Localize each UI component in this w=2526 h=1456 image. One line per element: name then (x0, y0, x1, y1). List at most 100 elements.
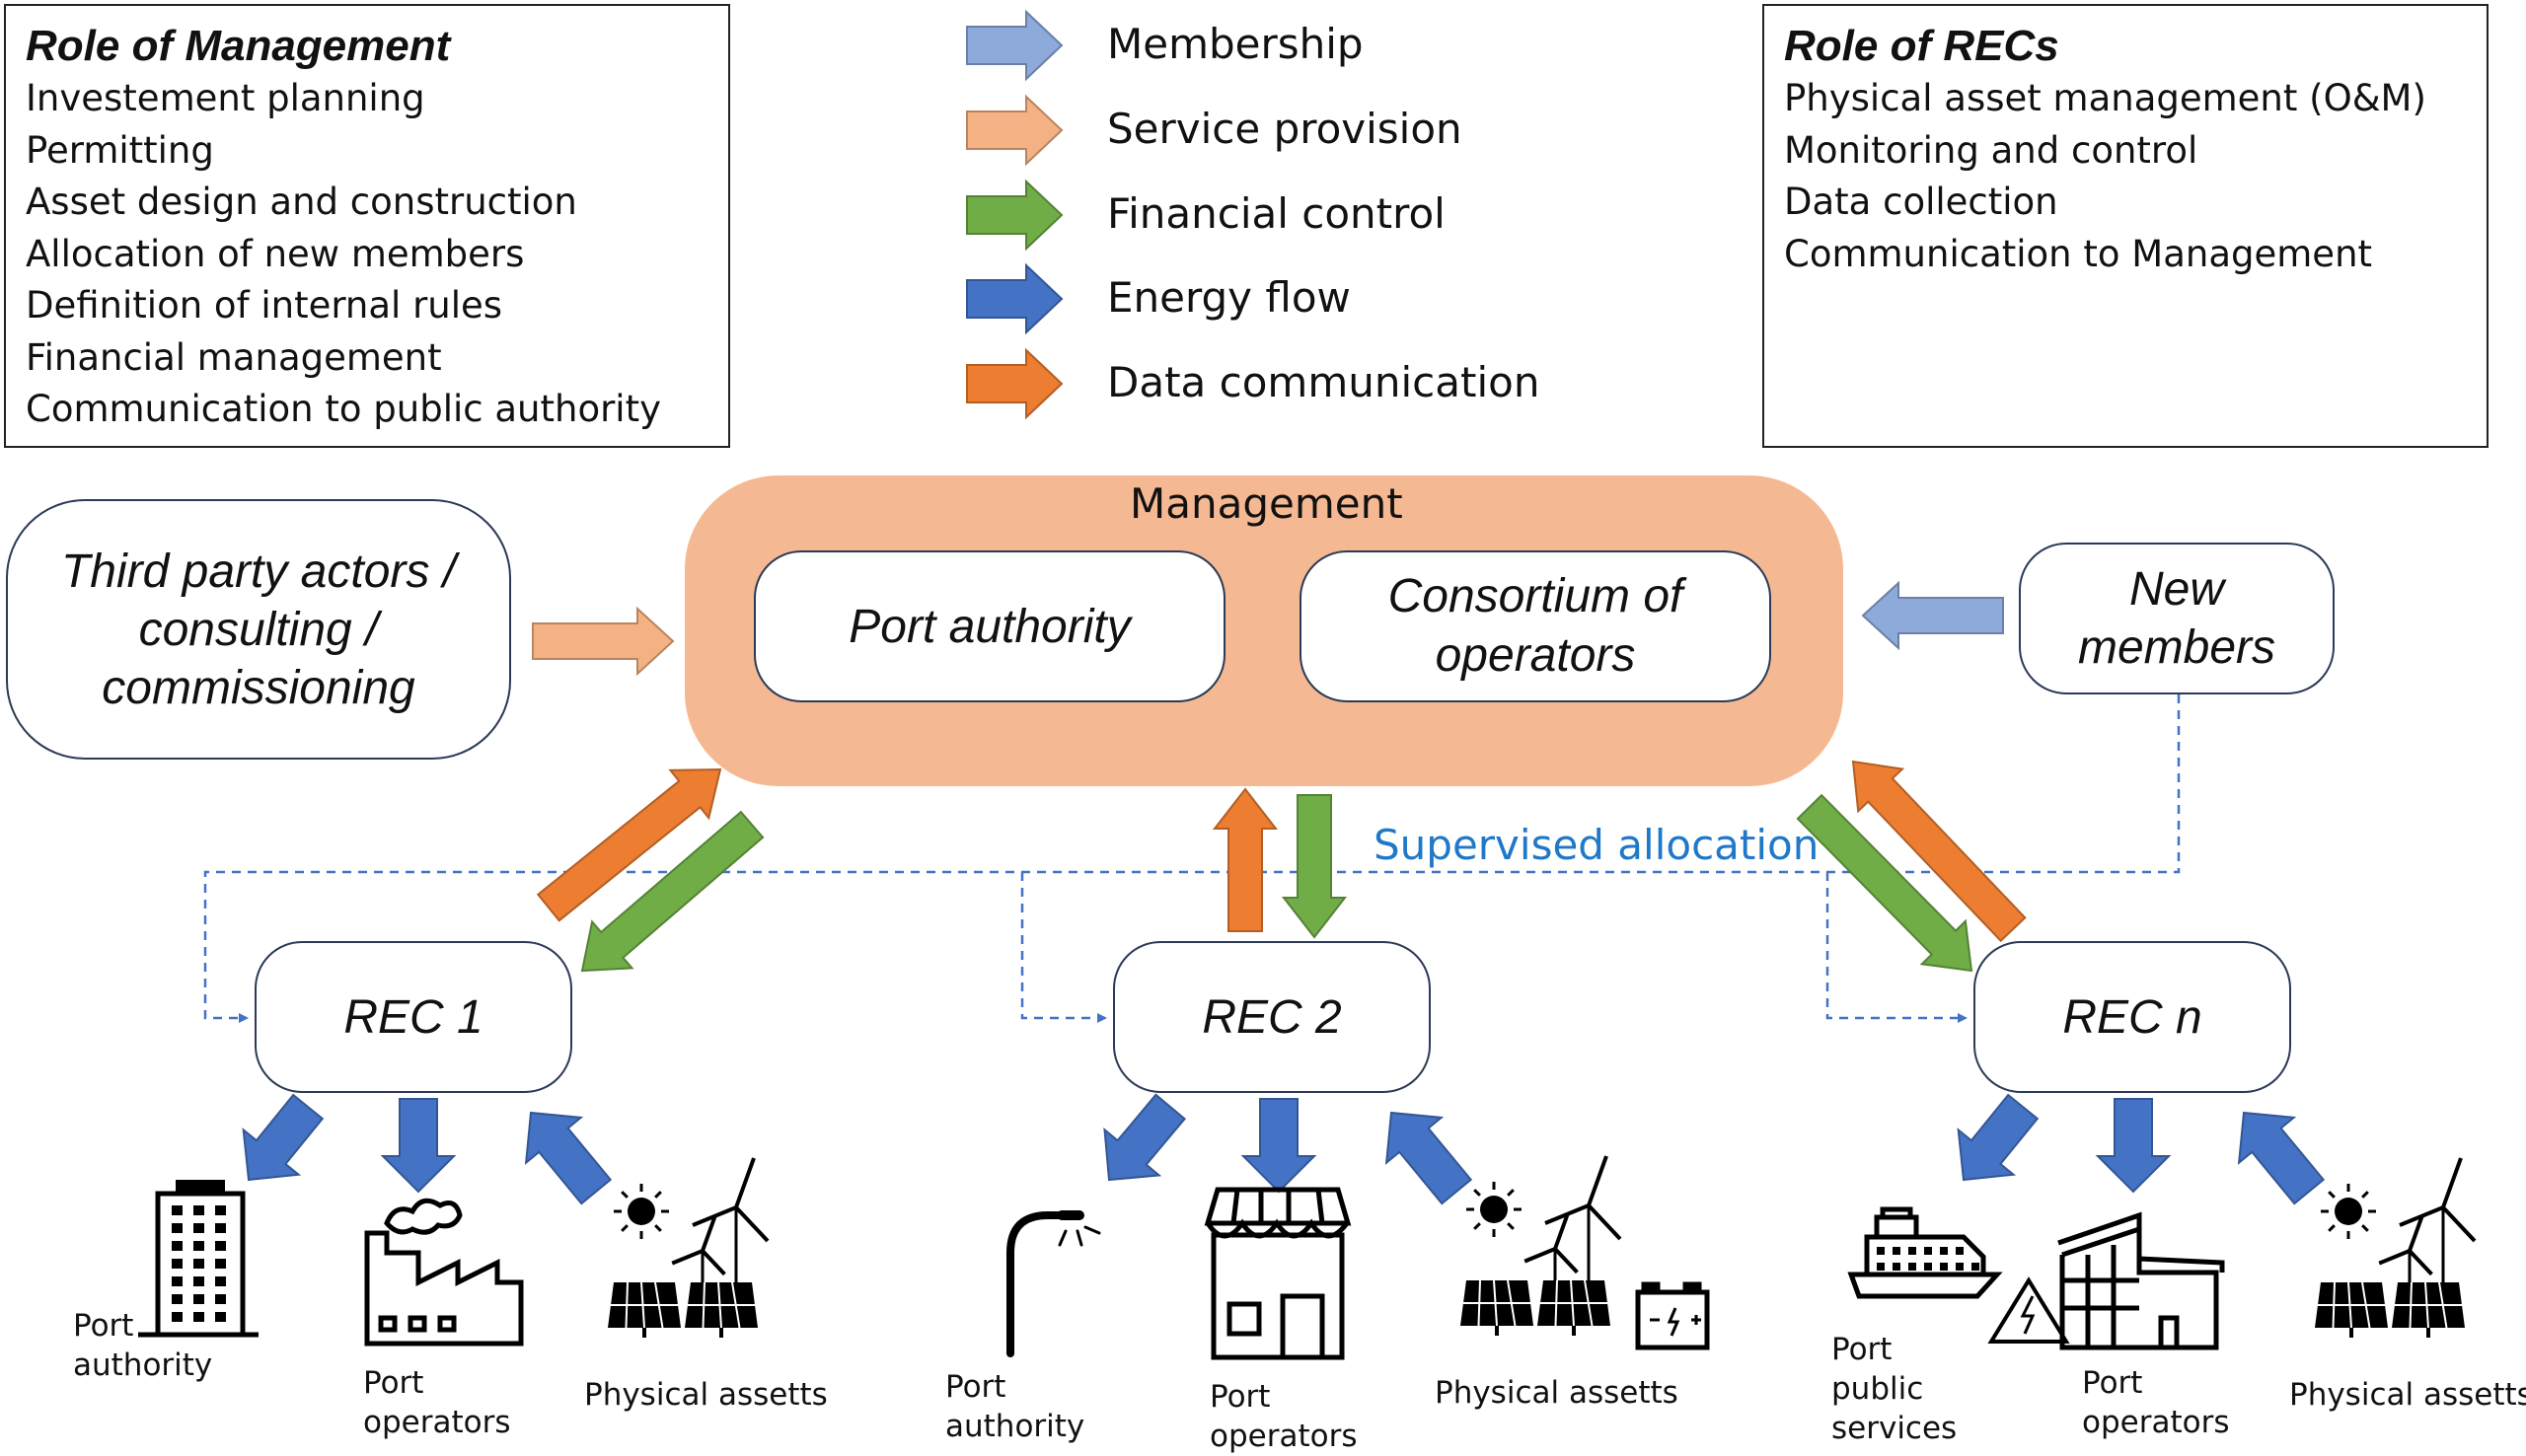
rec-1-caption-port-operators: Port operators (363, 1365, 511, 1440)
role-item: Financial management (26, 335, 442, 379)
role-of-management-box: Role of Management Investement planning … (4, 4, 730, 448)
rec-n-node: REC n (1973, 941, 2291, 1093)
rec-2-node: REC 2 (1113, 941, 1431, 1093)
office-window (193, 1205, 204, 1215)
solar-panel-icon (2392, 1281, 2465, 1338)
office-window (193, 1241, 204, 1251)
office-window (172, 1276, 183, 1286)
legend-membership-label: Membership (1107, 20, 1364, 68)
legend-data-communication-arrow (966, 347, 1064, 420)
office-window (172, 1223, 183, 1233)
role-item: Communication to Management (1784, 232, 2373, 275)
membership-arrow (1861, 580, 2004, 651)
office-window (172, 1312, 183, 1322)
management-title: Management (1130, 479, 1403, 528)
role-item: Investement planning (26, 77, 425, 119)
data-communication-arrow (1212, 787, 1279, 932)
energy-flow-arrow (1240, 1098, 1317, 1194)
port-building-icon (2057, 1211, 2225, 1350)
office-window (215, 1205, 226, 1215)
role-of-management-title: Role of Management (26, 22, 451, 70)
service-provision-arrow (532, 606, 675, 677)
sun-icon (614, 1184, 669, 1239)
office-window (215, 1241, 226, 1251)
port-authority-node: Port authority (754, 550, 1226, 702)
solar-panel-icon (608, 1281, 681, 1338)
legend-energy-flow-arrow (966, 262, 1064, 335)
data-communication-arrow (1851, 760, 2027, 943)
role-of-recs-box: Role of RECs Physical asset management (… (1762, 4, 2489, 448)
office-window (193, 1223, 204, 1233)
energy-flow-arrow (1957, 1093, 2040, 1182)
financial-control-arrow (1796, 793, 1973, 973)
role-item: Communication to public authority (26, 388, 661, 430)
energy-flow-arrow (380, 1098, 457, 1194)
office-window (172, 1294, 183, 1304)
office-window (193, 1294, 204, 1304)
rec-1-caption-port-authority: Port authority (73, 1308, 213, 1383)
energy-flow-arrow (1384, 1111, 1473, 1205)
role-item: Monitoring and control (1784, 128, 2198, 172)
solar-wind-icon (1460, 1155, 1622, 1336)
role-item: Data collection (1784, 181, 2058, 223)
rec-n-label: REC n (2062, 990, 2202, 1044)
financial-control-arrow (580, 810, 765, 973)
role-item: Permitting (26, 128, 214, 172)
energy-flow-arrow (2237, 1111, 2326, 1205)
office-window (215, 1259, 226, 1269)
office-window (215, 1312, 226, 1322)
street-lamp-icon (1006, 1210, 1101, 1357)
consortium-node: Consortium of operators (1300, 550, 1771, 702)
rec-1-caption-physical-assets: Physical assetts (584, 1377, 828, 1413)
rec-1-node: REC 1 (255, 941, 572, 1093)
new-members-label: New members (2077, 563, 2276, 674)
office-window (172, 1259, 183, 1269)
third-party-node: Third party actors / consulting / commis… (6, 499, 511, 760)
energy-flow-arrow (1103, 1093, 1187, 1182)
role-item: Physical asset management (O&M) (1784, 77, 2426, 119)
supervised-allocation-label: Supervised allocation (1374, 821, 1820, 869)
rec-1-label: REC 1 (343, 990, 483, 1044)
office-window (172, 1205, 183, 1215)
energy-flow-arrow (2095, 1098, 2172, 1194)
office-window (193, 1276, 204, 1286)
office-window (193, 1259, 204, 1269)
legend-financial-control-label: Financial control (1107, 189, 1446, 238)
role-item: Definition of internal rules (26, 284, 503, 327)
factory-icon (364, 1198, 524, 1347)
energy-flow-arrow (524, 1111, 613, 1205)
financial-control-arrow (1281, 794, 1348, 939)
office-window (215, 1294, 226, 1304)
rec-2-caption-port-authority: Port authority (945, 1369, 1085, 1444)
battery-icon (1635, 1281, 1710, 1350)
sun-icon (1466, 1182, 1522, 1237)
data-communication-arrow (536, 767, 722, 922)
shop-icon (1204, 1187, 1352, 1360)
solar-panel-icon (685, 1281, 758, 1338)
legend-service-provision-label: Service provision (1107, 105, 1462, 153)
role-item: Asset design and construction (26, 181, 577, 223)
rec-2-caption-physical-assets: Physical assetts (1435, 1375, 1678, 1411)
rec-2-caption-port-operators: Port operators (1210, 1379, 1358, 1454)
electric-hazard-icon (1987, 1276, 2070, 1344)
office-window (215, 1276, 226, 1286)
solar-panel-icon (1537, 1279, 1610, 1336)
sun-icon (2321, 1184, 2376, 1239)
consortium-label: Consortium of operators (1387, 570, 1683, 682)
legend-energy-flow-label: Energy flow (1107, 273, 1351, 322)
new-members-node: New members (2019, 543, 2335, 694)
rec-2-label: REC 2 (1202, 990, 1342, 1044)
role-of-recs-title: Role of RECs (1784, 22, 2059, 70)
solar-wind-icon (2315, 1157, 2477, 1338)
rec-n-caption-port-public-services: Port public services (1831, 1332, 1958, 1446)
third-party-label: Third party actors / consulting / commis… (60, 545, 457, 714)
port-authority-label: Port authority (849, 600, 1131, 653)
solar-panel-icon (1460, 1279, 1533, 1336)
legend-membership-arrow (966, 9, 1064, 82)
supervised-allocation-lines (203, 694, 2181, 1023)
legend-financial-control-arrow (966, 179, 1064, 252)
legend-service-provision-arrow (966, 94, 1064, 167)
ship-icon (1847, 1206, 2003, 1299)
office-window (172, 1241, 183, 1251)
office-window (193, 1312, 204, 1322)
